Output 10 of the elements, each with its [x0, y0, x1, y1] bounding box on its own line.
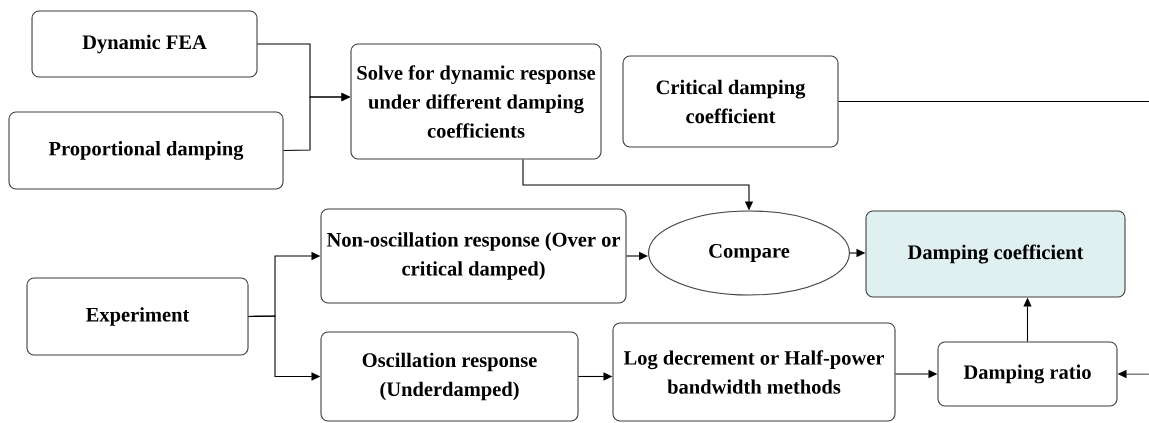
process-box: Damping ratio [937, 341, 1118, 407]
process-box: Solve for dynamic response under different damping coefficients [350, 43, 602, 160]
process-box: Damping coefficient [865, 210, 1126, 298]
process-box: Oscillation response (Underdamped) [320, 331, 579, 422]
process-box: Experiment [26, 277, 249, 356]
process-box: Non-oscillation response (Over or critical damped) [320, 208, 627, 304]
process-box: Proportional damping [8, 111, 284, 190]
process-box: Log decrement or Half-power bandwidth methods [612, 322, 896, 422]
process-box: Critical damping coefficient [622, 55, 839, 148]
process-box: Dynamic FEA [31, 10, 258, 78]
